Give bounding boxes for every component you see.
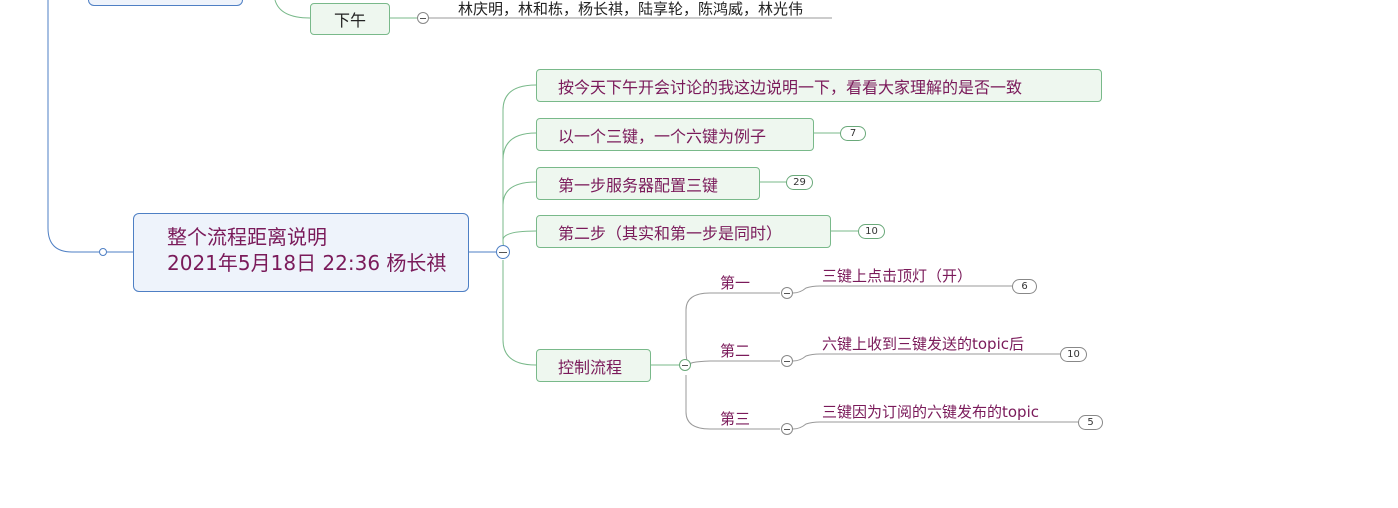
child-node-label: 以一个三键，一个六键为例子	[558, 126, 767, 146]
child-node-step2[interactable]: 第二步（其实和第一步是同时）	[536, 215, 831, 248]
child-count-badge[interactable]: 10	[858, 224, 885, 239]
child-node-label: 第一步服务器配置三键	[558, 175, 719, 195]
attendees-text: 林庆明，林和栋，杨长祺，陆享轮，陈鸿威，林光伟	[458, 0, 804, 18]
step-detail-text[interactable]: 三键因为订阅的六键发布的topic	[822, 403, 1039, 421]
root-topic[interactable]: 整个流程距离说明 2021年5月18日 22:36 杨长祺	[133, 213, 469, 292]
step-count-badge[interactable]: 6	[1012, 279, 1037, 294]
child-node-label: 第二步（其实和第一步是同时）	[558, 223, 783, 243]
child-node-intro[interactable]: 按今天下午开会讨论的我这边说明一下，看看大家理解的是否一致	[536, 69, 1102, 102]
step-collapse-toggle[interactable]	[781, 355, 793, 367]
step-count-badge[interactable]: 10	[1060, 347, 1087, 362]
root-title: 整个流程距离说明	[167, 225, 327, 249]
child-node-control-flow[interactable]: 控制流程	[536, 349, 651, 382]
afternoon-node-label: 下午	[333, 11, 366, 30]
root-collapse-toggle[interactable]	[496, 245, 510, 259]
step-label-third[interactable]: 第三	[720, 410, 751, 428]
step-label-first[interactable]: 第一	[720, 274, 751, 292]
child-count-badge[interactable]: 29	[786, 175, 813, 190]
child-node-step1[interactable]: 第一步服务器配置三键	[536, 167, 760, 200]
step-collapse-toggle[interactable]	[781, 287, 793, 299]
step-detail-text[interactable]: 六键上收到三键发送的topic后	[822, 335, 1024, 353]
child-node-label: 按今天下午开会讨论的我这边说明一下，看看大家理解的是否一致	[558, 77, 1023, 97]
partial-parent-node[interactable]	[88, 0, 243, 6]
afternoon-node[interactable]: 下午	[310, 3, 390, 35]
child-node-label: 控制流程	[558, 357, 623, 377]
control-flow-collapse-toggle[interactable]	[679, 359, 691, 371]
child-node-example[interactable]: 以一个三键，一个六键为例子	[536, 118, 814, 151]
step-label-second[interactable]: 第二	[720, 342, 751, 360]
root-timestamp: 2021年5月18日 22:36 杨长祺	[167, 251, 447, 275]
step-count-badge[interactable]: 5	[1078, 415, 1103, 430]
step-detail-text[interactable]: 三键上点击顶灯（开）	[822, 267, 973, 285]
afternoon-collapse-toggle[interactable]	[417, 12, 429, 24]
child-count-badge[interactable]: 7	[840, 126, 866, 141]
step-collapse-toggle[interactable]	[781, 423, 793, 435]
